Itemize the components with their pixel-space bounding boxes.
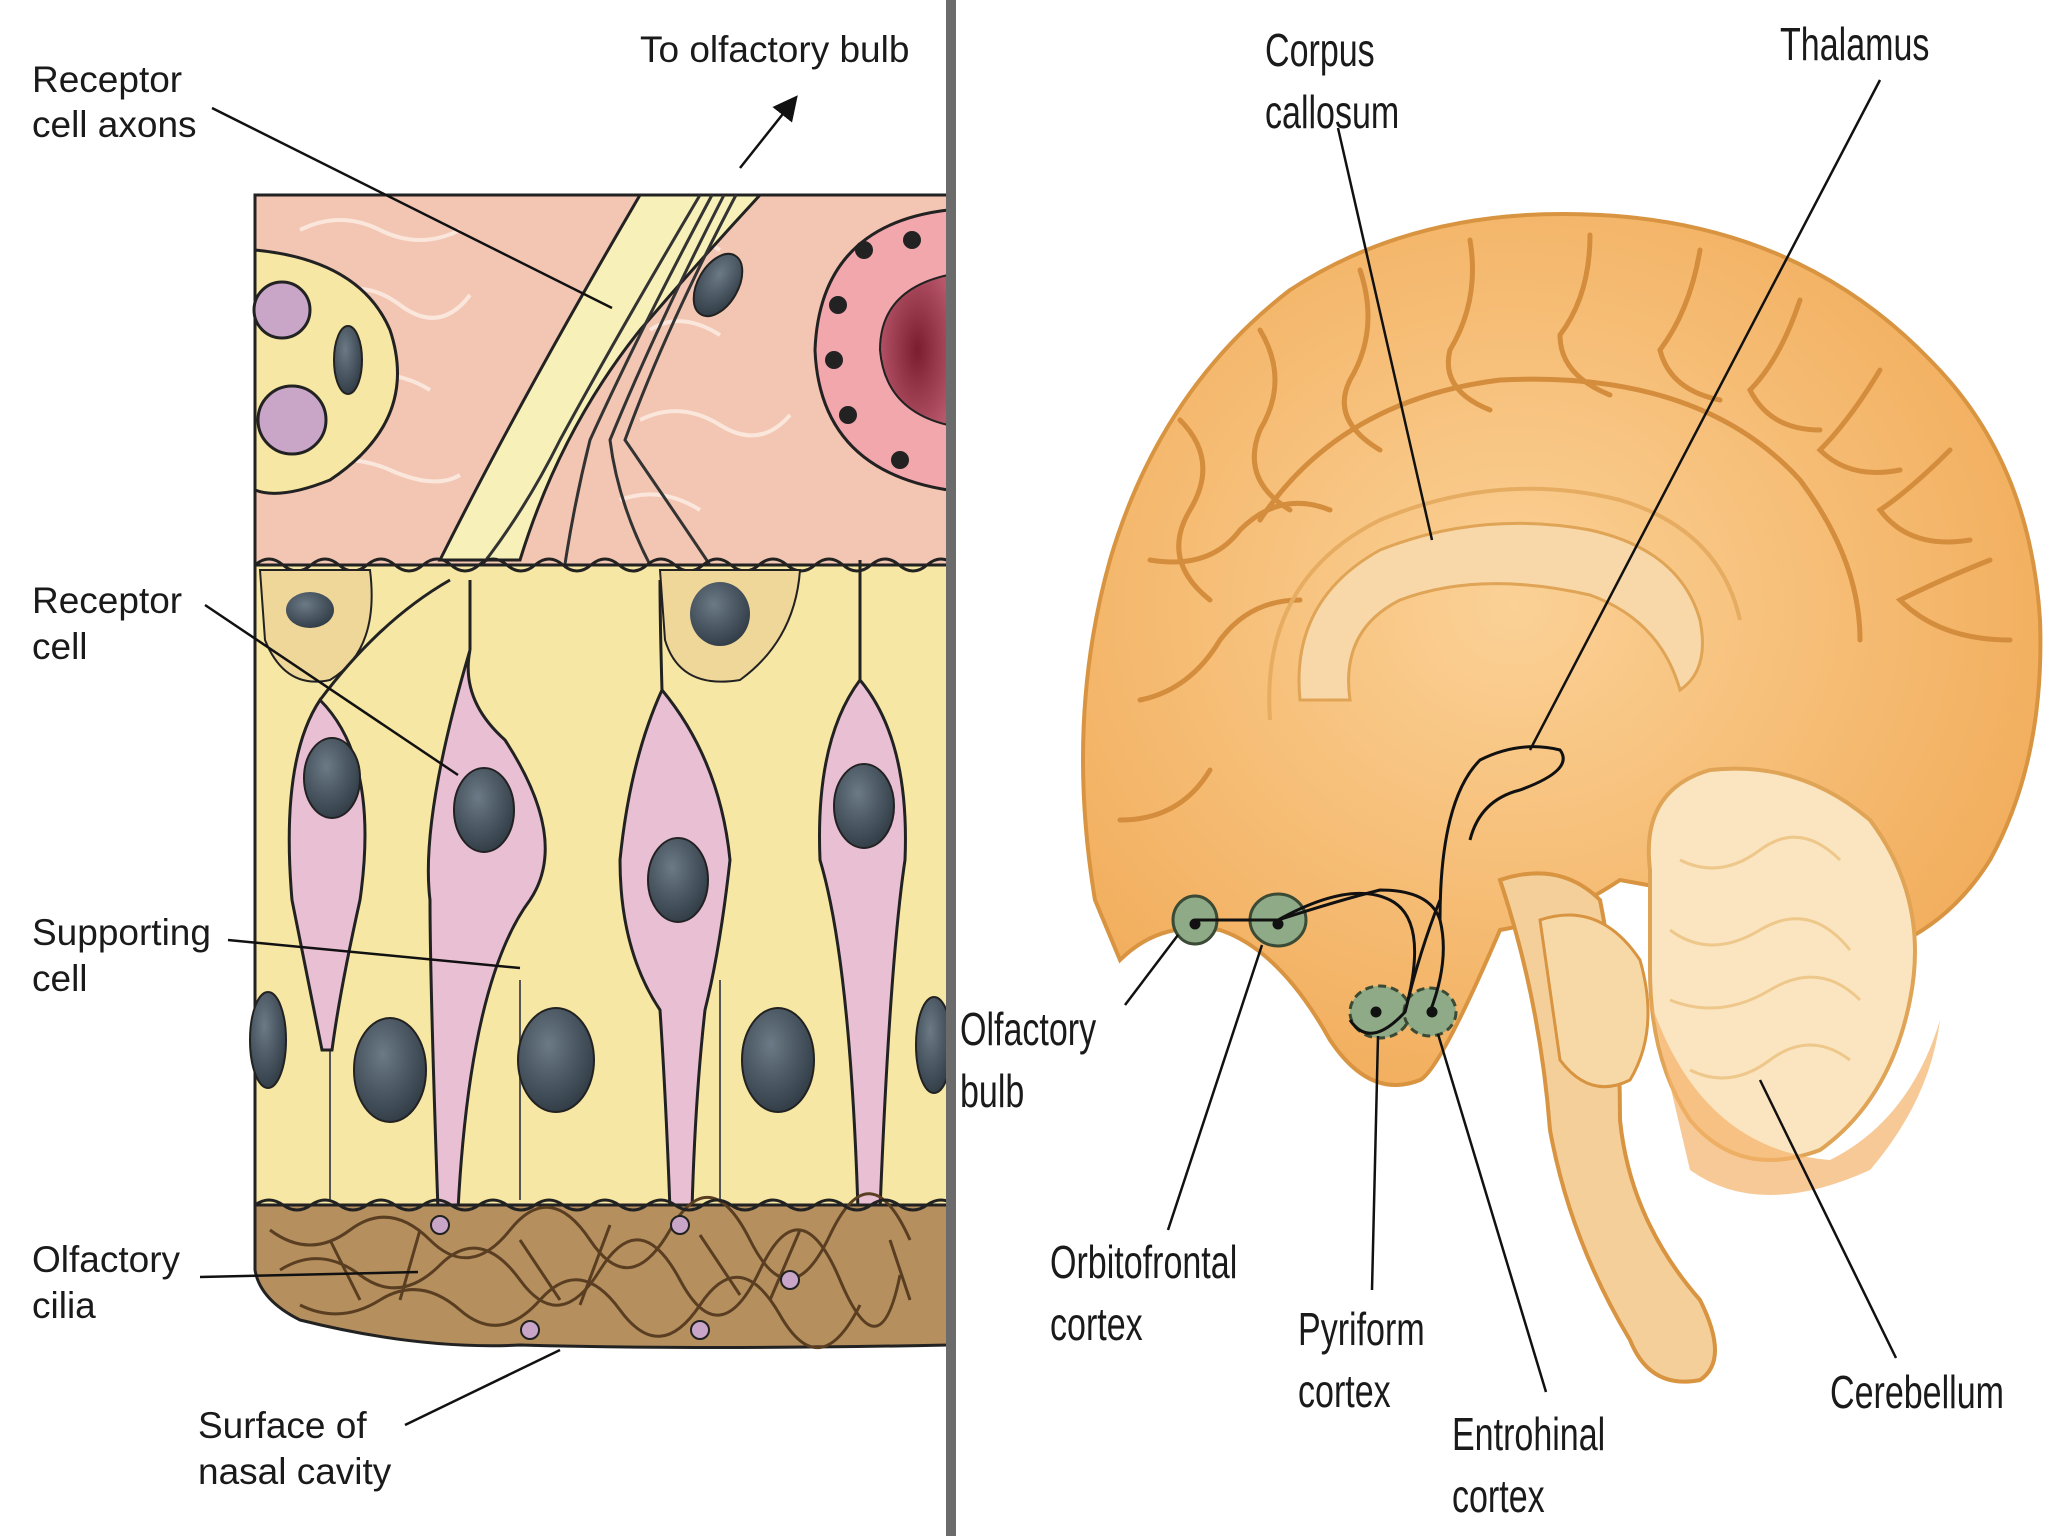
olfactory-pathway bbox=[1189, 745, 1565, 1035]
receptor-cell-nuclei bbox=[303, 737, 895, 923]
label-to-olfactory-bulb: To olfactory bulb bbox=[640, 29, 909, 70]
panel-divider bbox=[946, 0, 956, 1536]
vessel-nucleus bbox=[333, 325, 363, 395]
pons bbox=[1538, 913, 1650, 1089]
left-leader-lines bbox=[199, 95, 798, 1427]
epithelium-bottom-edge bbox=[254, 1198, 956, 1212]
gyri-folds bbox=[1117, 232, 2013, 823]
label-cerebellum: Cerebellum bbox=[1830, 1366, 2004, 1418]
schwann-nucleus bbox=[692, 252, 744, 318]
corpus-callosum bbox=[1297, 521, 1704, 702]
nerve-bundle bbox=[252, 280, 312, 340]
cingulate-arch bbox=[1267, 486, 1742, 721]
mucus-layer bbox=[253, 1203, 950, 1349]
cerebellar-folia bbox=[1669, 835, 1862, 1080]
bowmans-gland bbox=[813, 208, 950, 492]
receptor-cell-axons bbox=[468, 194, 738, 601]
label-thalamus: Thalamus bbox=[1780, 18, 1929, 70]
cerebellar-hemisphere-shadow bbox=[1650, 1000, 1940, 1195]
supporting-cell-nuclei bbox=[249, 991, 953, 1123]
nerve-bundle bbox=[256, 384, 328, 456]
basement-membrane bbox=[254, 557, 956, 573]
right-leader-lines bbox=[1124, 79, 1898, 1393]
axon-sheath bbox=[437, 193, 764, 562]
basal-cell-nucleus bbox=[286, 592, 334, 628]
olfactory-cilia-tangle bbox=[269, 1192, 912, 1349]
receptor-dendrite-links bbox=[318, 560, 862, 701]
cilia-knobs bbox=[430, 1215, 800, 1340]
basal-cell-nucleus bbox=[690, 582, 750, 646]
